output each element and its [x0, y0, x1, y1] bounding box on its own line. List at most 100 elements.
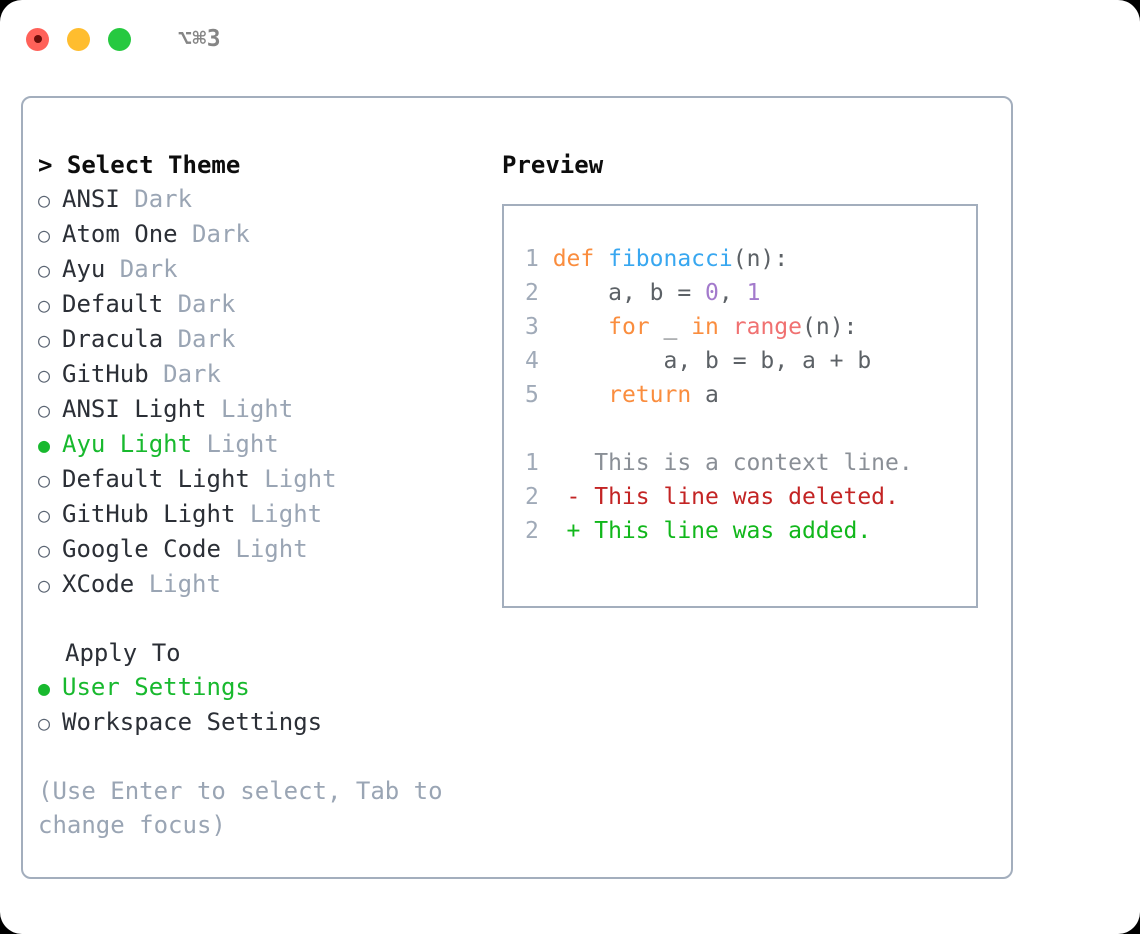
- code-token-plain: a, b =: [552, 280, 706, 306]
- theme-option-label: GitHub: [62, 360, 164, 388]
- code-token-num: 1: [746, 280, 761, 306]
- code-gap: [504, 412, 976, 446]
- code-line: 1 def fibonacci(n):: [504, 242, 976, 276]
- theme-option-label: Ayu Light: [62, 430, 207, 458]
- theme-option-label: Google Code: [62, 535, 236, 563]
- theme-option-ansi-light[interactable]: ○ ANSI Light Light: [38, 392, 488, 427]
- window-controls: [26, 27, 131, 51]
- theme-option-variant: Dark: [119, 255, 178, 283]
- radio-unselected-icon: ○: [38, 468, 51, 492]
- line-number: 2: [525, 518, 567, 544]
- radio-selected-icon: ●: [38, 676, 51, 700]
- apply-to-option-workspace-settings[interactable]: ○Workspace Settings: [38, 705, 488, 740]
- radio-unselected-icon: ○: [38, 223, 51, 247]
- theme-option-ayu[interactable]: ○Ayu Dark: [38, 252, 488, 287]
- radio-unselected-icon: ○: [38, 573, 51, 597]
- theme-option-variant: Dark: [177, 290, 236, 318]
- code-token-kw: return: [608, 382, 692, 408]
- code-line: 2 a, b = 0, 1: [504, 276, 976, 310]
- diff-line-added: 2 + This line was added.: [504, 514, 976, 548]
- radio-unselected-icon: ○: [38, 363, 51, 387]
- preview-column: Preview 1 def fibonacci(n):2 a, b = 0, 1…: [502, 148, 992, 608]
- theme-option-dracula[interactable]: ○ Dracula Dark: [38, 322, 488, 357]
- theme-option-variant: Light: [148, 570, 221, 598]
- maximize-button[interactable]: [108, 27, 131, 51]
- code-token-kw: for: [608, 314, 650, 340]
- radio-selected-icon: ●: [38, 433, 51, 457]
- theme-option-xcode[interactable]: ○ XCode Light: [38, 567, 488, 602]
- theme-option-github-light[interactable]: ○GitHub Light Light: [38, 497, 488, 532]
- code-token-num: 0: [705, 280, 719, 306]
- radio-unselected-icon: ○: [38, 293, 51, 317]
- code-token-plain: a: [691, 382, 719, 408]
- line-number: 1: [525, 450, 567, 476]
- theme-option-variant: Light: [206, 430, 279, 458]
- code-token-plain: [553, 382, 608, 408]
- radio-unselected-icon: ○: [38, 503, 51, 527]
- theme-option-label: Default: [62, 290, 178, 318]
- code-token-plain: a, b = b, a + b: [552, 348, 872, 374]
- radio-unselected-icon: ○: [38, 258, 51, 282]
- diff-line-text: This is a context line.: [566, 450, 913, 476]
- theme-list[interactable]: ○ANSI Dark○Atom One Dark○Ayu Dark○Defaul…: [38, 182, 488, 602]
- radio-unselected-icon: ○: [38, 398, 51, 422]
- theme-option-label: ANSI Light: [62, 395, 221, 423]
- close-button[interactable]: [26, 27, 49, 51]
- line-number: 2: [525, 280, 553, 306]
- apply-to-option-label: Workspace Settings: [62, 708, 323, 736]
- theme-option-variant: Dark: [177, 325, 236, 353]
- select-theme-heading: > Select Theme: [38, 151, 241, 179]
- radio-unselected-icon: ○: [38, 538, 51, 562]
- theme-option-label: XCode: [62, 570, 149, 598]
- keyboard-shortcut-label: ⌥⌘3: [178, 25, 222, 52]
- theme-option-ansi[interactable]: ○ANSI Dark: [38, 182, 488, 217]
- spacer: [38, 602, 488, 636]
- theme-selector-column: > Select Theme ○ANSI Dark○Atom One Dark○…: [38, 148, 488, 842]
- diff-sample: 1 This is a context line.2 - This line w…: [504, 446, 976, 548]
- keyboard-hint: (Use Enter to select, Tab to change focu…: [38, 777, 458, 839]
- code-line: 4 a, b = b, a + b: [504, 344, 976, 378]
- theme-option-label: Atom One: [62, 220, 193, 248]
- theme-option-label: GitHub Light: [62, 500, 250, 528]
- line-number: 5: [525, 382, 553, 408]
- theme-option-variant: Light: [220, 395, 294, 423]
- theme-option-google-code[interactable]: ○ Google Code Light: [38, 532, 488, 567]
- apply-to-list[interactable]: ● User Settings ○Workspace Settings: [38, 670, 488, 740]
- code-token-kw: in: [691, 314, 719, 340]
- code-token-punc: (n):: [732, 246, 789, 272]
- theme-option-variant: Dark: [163, 360, 221, 388]
- line-number: 1: [525, 246, 553, 272]
- theme-option-variant: Light: [264, 465, 337, 493]
- theme-option-label: Dracula: [62, 325, 178, 353]
- code-token-call: range: [732, 314, 802, 340]
- code-token-fn: fibonacci: [608, 246, 733, 272]
- apply-to-option-user-settings[interactable]: ● User Settings: [38, 670, 488, 705]
- main-panel: > Select Theme ○ANSI Dark○Atom One Dark○…: [21, 96, 1013, 879]
- line-number: 2: [525, 484, 567, 510]
- theme-option-github[interactable]: ○ GitHub Dark: [38, 357, 488, 392]
- line-number: 4: [525, 348, 553, 374]
- diff-line-context: 1 This is a context line.: [504, 446, 976, 480]
- code-token-plain: ,: [718, 280, 747, 306]
- theme-option-label: ANSI: [62, 185, 135, 213]
- diff-line-deleted: 2 - This line was deleted.: [504, 480, 976, 514]
- theme-option-ayu-light[interactable]: ● Ayu Light Light: [38, 427, 488, 462]
- code-token-plain: [553, 314, 608, 340]
- theme-option-atom-one[interactable]: ○ Atom One Dark: [38, 217, 488, 252]
- code-line: 5 return a: [504, 378, 976, 412]
- code-token-plain: [719, 314, 733, 340]
- theme-option-label: Default Light: [62, 465, 265, 493]
- minimize-button[interactable]: [67, 27, 90, 51]
- diff-line-text: - This line was deleted.: [566, 484, 899, 510]
- theme-option-variant: Dark: [192, 220, 250, 248]
- theme-option-variant: Light: [235, 535, 308, 563]
- theme-option-default[interactable]: ○ Default Dark: [38, 287, 488, 322]
- apply-to-option-label: User Settings: [62, 673, 250, 701]
- line-number: 3: [525, 314, 553, 340]
- diff-line-text: + This line was added.: [566, 518, 872, 544]
- spacer-2: [38, 740, 488, 774]
- radio-unselected-icon: ○: [38, 328, 51, 352]
- theme-option-default-light[interactable]: ○ Default Light Light: [38, 462, 488, 497]
